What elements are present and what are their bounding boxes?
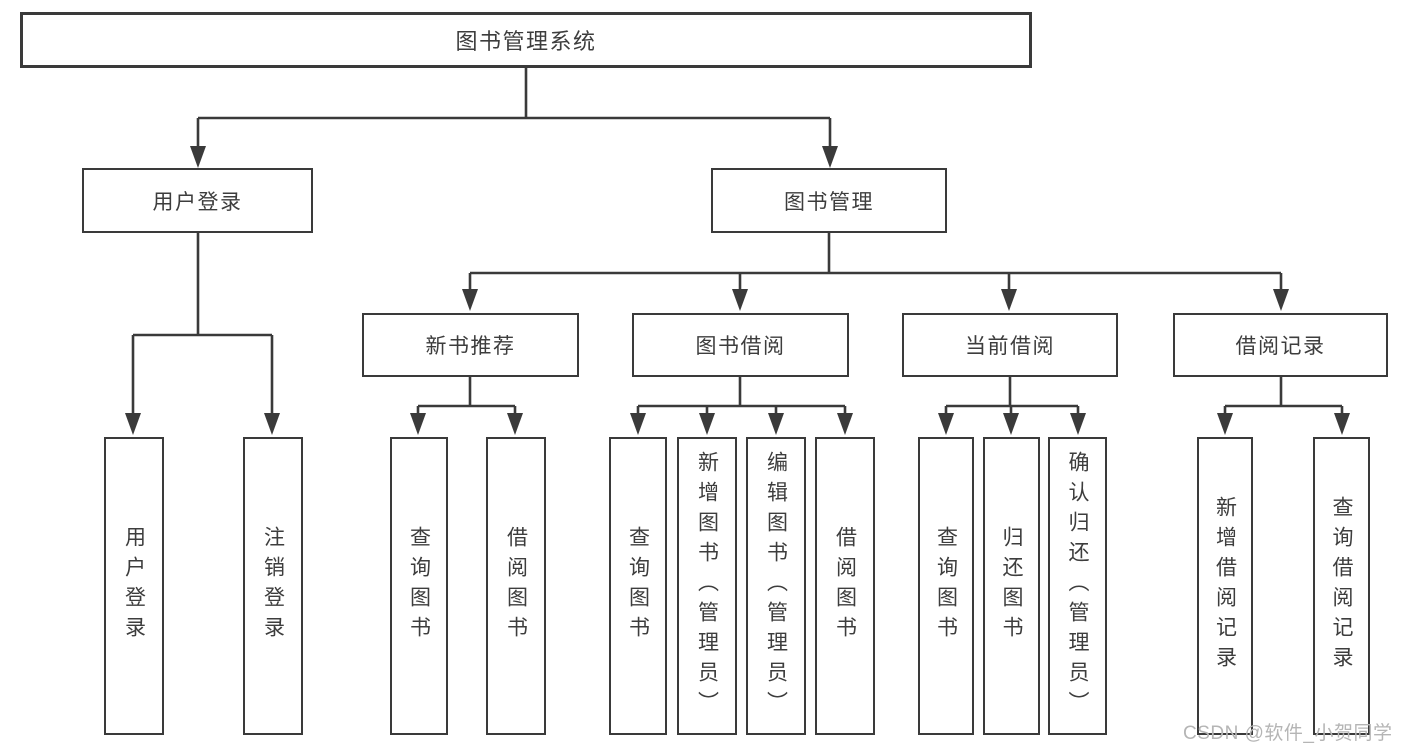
node-current-borrow: 当前借阅	[902, 313, 1118, 377]
leaf-query-books-recommend: 查询图书	[390, 437, 448, 735]
node-user-login-branch: 用户登录	[82, 168, 313, 233]
leaf-query-books-borrow: 查询图书	[609, 437, 667, 735]
leaf-return-books: 归还图书	[983, 437, 1040, 735]
node-borrow-records: 借阅记录	[1173, 313, 1388, 377]
leaf-add-borrow-record: 新增借阅记录	[1197, 437, 1253, 735]
node-new-book-recommend: 新书推荐	[362, 313, 579, 377]
node-book-borrow: 图书借阅	[632, 313, 849, 377]
leaf-logout: 注销登录	[243, 437, 303, 735]
leaf-query-books-current: 查询图书	[918, 437, 974, 735]
leaf-query-borrow-record: 查询借阅记录	[1313, 437, 1370, 735]
leaf-user-login: 用户登录	[104, 437, 164, 735]
leaf-borrow-books-recommend: 借阅图书	[486, 437, 546, 735]
node-book-mgmt-branch: 图书管理	[711, 168, 947, 233]
leaf-edit-books-admin: 编辑图书（管理员）	[746, 437, 806, 735]
leaf-add-books-admin: 新增图书（管理员）	[677, 437, 737, 735]
csdn-watermark: CSDN @软件_小贺同学	[1183, 723, 1393, 744]
leaf-borrow-books: 借阅图书	[815, 437, 875, 735]
node-root-system: 图书管理系统	[20, 12, 1032, 68]
leaf-confirm-return-admin: 确认归还（管理员）	[1048, 437, 1107, 735]
